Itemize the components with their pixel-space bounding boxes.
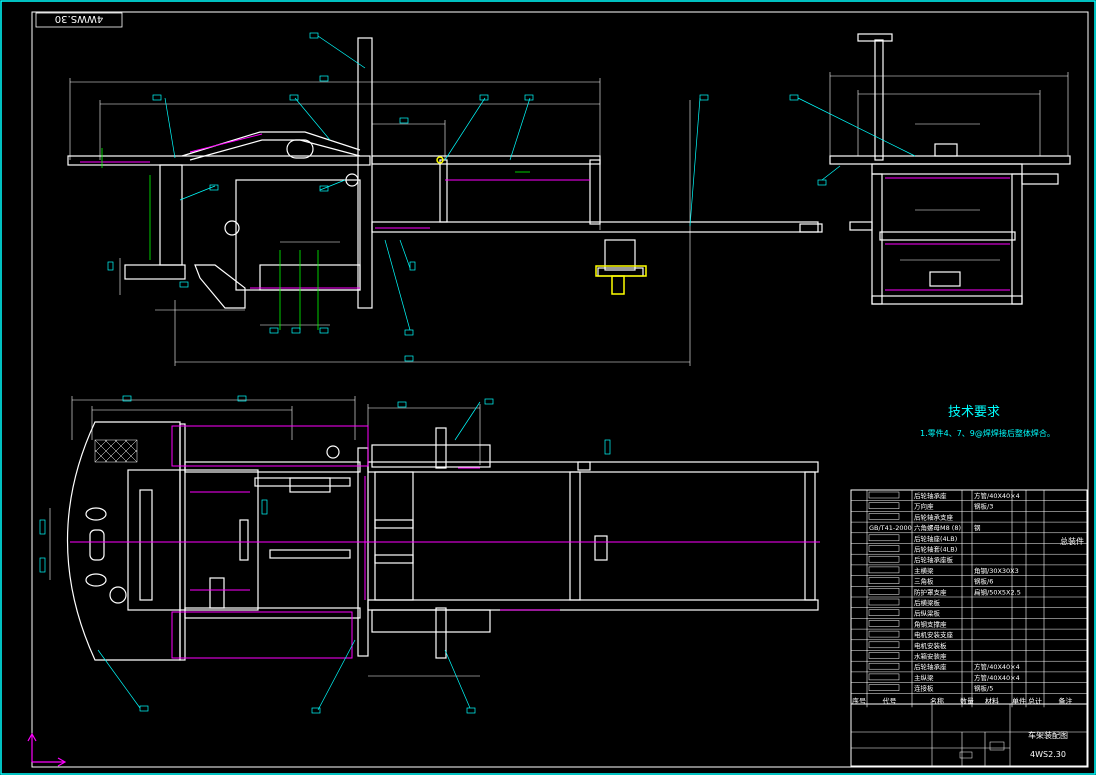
bom-row: 连接板 钢板/5 [851, 684, 1087, 694]
side-view [67, 32, 823, 366]
bom-material: 方管/40X40×4 [974, 662, 1020, 671]
bom-row: 角钢支撑座 [851, 619, 1087, 630]
bom-name: 后轮轴承座 [914, 662, 947, 671]
bom-code-placeholder [868, 491, 900, 499]
bom-name: 电机安装支座 [914, 630, 954, 639]
plan-view [39, 395, 820, 714]
bom-row: 后轮轴承座 方管/40X40×4 [851, 491, 1087, 501]
bom-name: 三角板 [914, 577, 934, 586]
bom-material: 钢 [974, 524, 981, 532]
bom-code-placeholder [868, 641, 900, 649]
bom-row: 防护罩支座 扁钢/50X5X2.5 [851, 587, 1087, 598]
bom-header-cell: 总计 [1028, 696, 1042, 705]
bom-name: 后轮轴承座 [914, 491, 947, 500]
bom-row: 后轮轴座(4LB) [851, 534, 1087, 544]
bom-row: 后轮轴承座板 [851, 555, 1087, 566]
bom-material: 钢板/5 [974, 684, 993, 693]
bom-name: 万向座 [914, 502, 934, 511]
bom-row: 后横梁板 [851, 598, 1087, 608]
end-view [789, 33, 1071, 305]
bom-name: 后轮轴承座板 [914, 555, 954, 564]
bom-name: 连接板 [914, 684, 934, 693]
tech-requirements: 技术要求 1.零件4、7、9@焊焊接后整体焊合。 [920, 405, 1055, 438]
bom-row: 水箱安装座 [851, 652, 1087, 662]
bom-code-placeholder [868, 609, 900, 616]
bom-row: 主纵梁 方管/40X40×4 [851, 673, 1087, 683]
mirrored-code-box: 4WWS.30 [35, 12, 123, 28]
bom-code: GB/T41-2000 [869, 524, 912, 532]
bom-row: 后轮轴承座 方管/40X40×4 [851, 662, 1087, 673]
bom-code-placeholder [868, 545, 900, 552]
bom-row: 后轮轴承支座 [851, 512, 1087, 523]
bom-name: 后纵梁板 [914, 609, 941, 618]
drawing-name: 车架装配图 [1028, 730, 1068, 740]
bom-code-placeholder [868, 684, 900, 691]
bom-name: 后轮轴承支座 [914, 512, 954, 521]
bom-code-placeholder [868, 577, 900, 584]
bom-material: 方管/40X40×4 [974, 673, 1020, 682]
bom-code-placeholder [868, 555, 900, 563]
bom-code-placeholder [868, 652, 900, 659]
bom-code-placeholder [868, 566, 900, 574]
bom-name: 后轮轴套(4LB) [914, 545, 957, 554]
bom-header-cell: 备注 [1059, 696, 1073, 705]
bom-code-placeholder [868, 673, 900, 681]
bom-header-cell: 序号 [852, 696, 866, 705]
bom-code-placeholder [868, 513, 900, 520]
bom-name: 水箱安装座 [914, 652, 947, 661]
bom-row: 后轮轴套(4LB) [851, 545, 1087, 555]
bom-name: 角钢支撑座 [914, 619, 947, 628]
bom-header-cell: 数量 [960, 696, 974, 705]
bom-name: 六角螺母M8 (8) [914, 523, 961, 532]
bom-row: 后纵梁板 [851, 609, 1087, 619]
bom-code-placeholder [868, 534, 900, 542]
bom-row: 主横梁 角钢/30X30X3 [851, 566, 1087, 576]
bom-name: 主横梁 [914, 566, 934, 575]
bom-row: 电机安装支座 [851, 630, 1087, 641]
bom-material: 钢板/6 [974, 577, 993, 586]
bom-header-cell: 单件 [1012, 696, 1026, 705]
bom-name: 后横梁板 [914, 598, 941, 607]
bom-material: 角钢/30X30X3 [974, 566, 1019, 575]
tech-requirements-line1: 1.零件4、7、9@焊焊接后整体焊合。 [920, 428, 1055, 438]
ucs-axis-icon [27, 732, 67, 767]
bom-code-placeholder [868, 630, 900, 638]
drawing-code: 4WS2.30 [1030, 750, 1066, 759]
bom-header-cell: 名称 [930, 696, 944, 705]
bom-header-cell: 代号 [883, 696, 897, 705]
bom-row: 三角板 钢板/6 [851, 577, 1087, 587]
bom-material: 扁钢/50X5X2.5 [974, 587, 1021, 596]
bom-code-placeholder [868, 620, 900, 627]
bom-name: 电机安装板 [914, 641, 947, 650]
bom-row: 万向座 钢板/3 [851, 502, 1087, 512]
hatch-pattern [94, 439, 138, 463]
bom-name: 后轮轴座(4LB) [914, 534, 957, 543]
bom-code-placeholder [868, 502, 900, 509]
mirrored-code-text: 4WWS.30 [55, 13, 103, 24]
bom-code-placeholder [868, 598, 900, 606]
bom-name: 主纵梁 [914, 673, 934, 682]
bom-name: 防护罩支座 [914, 587, 947, 596]
bom-header-cell: 材料 [985, 696, 999, 705]
title-block: 车架装配图 4WS2.30 [850, 703, 1088, 767]
bom-code-placeholder [868, 662, 900, 670]
bom-material: 钢板/3 [974, 502, 993, 511]
bom-code-placeholder [868, 588, 900, 595]
bom-remark-side: 总装件 [1060, 536, 1084, 546]
tech-requirements-heading: 技术要求 [948, 405, 1000, 420]
bom-material: 方管/40X40×4 [974, 491, 1020, 500]
bom-row: 电机安装板 [851, 641, 1087, 651]
inner-border [31, 11, 1089, 768]
